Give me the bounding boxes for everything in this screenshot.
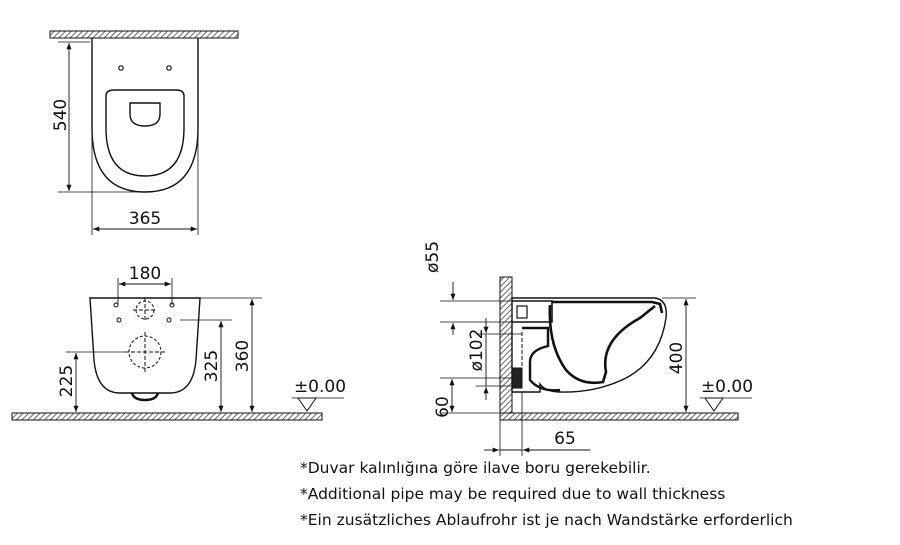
front-fixing-hole-left-lower	[116, 317, 122, 323]
dimension-label-180: 180	[129, 264, 161, 284]
side-view-inlet-connector	[516, 305, 528, 319]
note-turkish: *Duvar kalınlığına göre ilave boru gerek…	[300, 459, 651, 477]
dimension-label-400: 400	[667, 342, 687, 374]
level-label-front: ±0.00	[294, 377, 346, 397]
side-view-trapway	[522, 326, 561, 392]
side-view-wall	[499, 276, 513, 414]
fixing-hole-right	[166, 65, 172, 71]
dimension-label-60: 60	[433, 396, 453, 418]
level-marker-side	[704, 397, 724, 412]
dimension-label-65: 65	[554, 429, 576, 449]
top-view: 540 365	[49, 30, 239, 235]
dimension-label-55: ø55	[423, 241, 443, 273]
side-view-outlet-connector	[511, 367, 523, 389]
top-view-bowl-outline	[91, 38, 199, 193]
front-view-outlet	[130, 392, 160, 402]
dimension-label-360: 360	[233, 340, 253, 372]
front-fixing-hole-right-lower	[166, 317, 172, 323]
front-view: 180 225 325 360 ±0.00	[11, 264, 346, 421]
level-label-side: ±0.00	[701, 377, 753, 397]
level-marker-front	[297, 397, 317, 412]
dimension-label-102: ø102	[467, 329, 487, 372]
side-view-bowl-inner	[548, 304, 656, 385]
front-view-bowl-outline	[89, 297, 201, 394]
dimension-label-540: 540	[51, 99, 71, 131]
top-view-wall	[49, 30, 239, 39]
side-view-floor	[499, 412, 739, 421]
note-english: *Additional pipe may be required due to …	[300, 485, 726, 503]
front-view-floor	[11, 412, 323, 421]
note-german: *Ein zusätzliches Ablaufrohr ist je nach…	[300, 511, 793, 529]
side-view-inlet-pipe	[512, 300, 553, 323]
side-view-bowl-body	[511, 297, 667, 393]
top-view-seat-rim	[105, 89, 185, 177]
top-view-water-area	[129, 102, 161, 127]
front-fixing-hole-left-upper	[113, 302, 119, 308]
dimension-label-365: 365	[129, 209, 161, 229]
dimension-label-325: 325	[202, 350, 222, 382]
fixing-hole-left	[118, 65, 124, 71]
side-view-rim	[552, 300, 664, 314]
side-view: ø55 ø102 60 400 65 ±0.00	[423, 241, 753, 456]
dimension-label-225: 225	[57, 365, 77, 397]
